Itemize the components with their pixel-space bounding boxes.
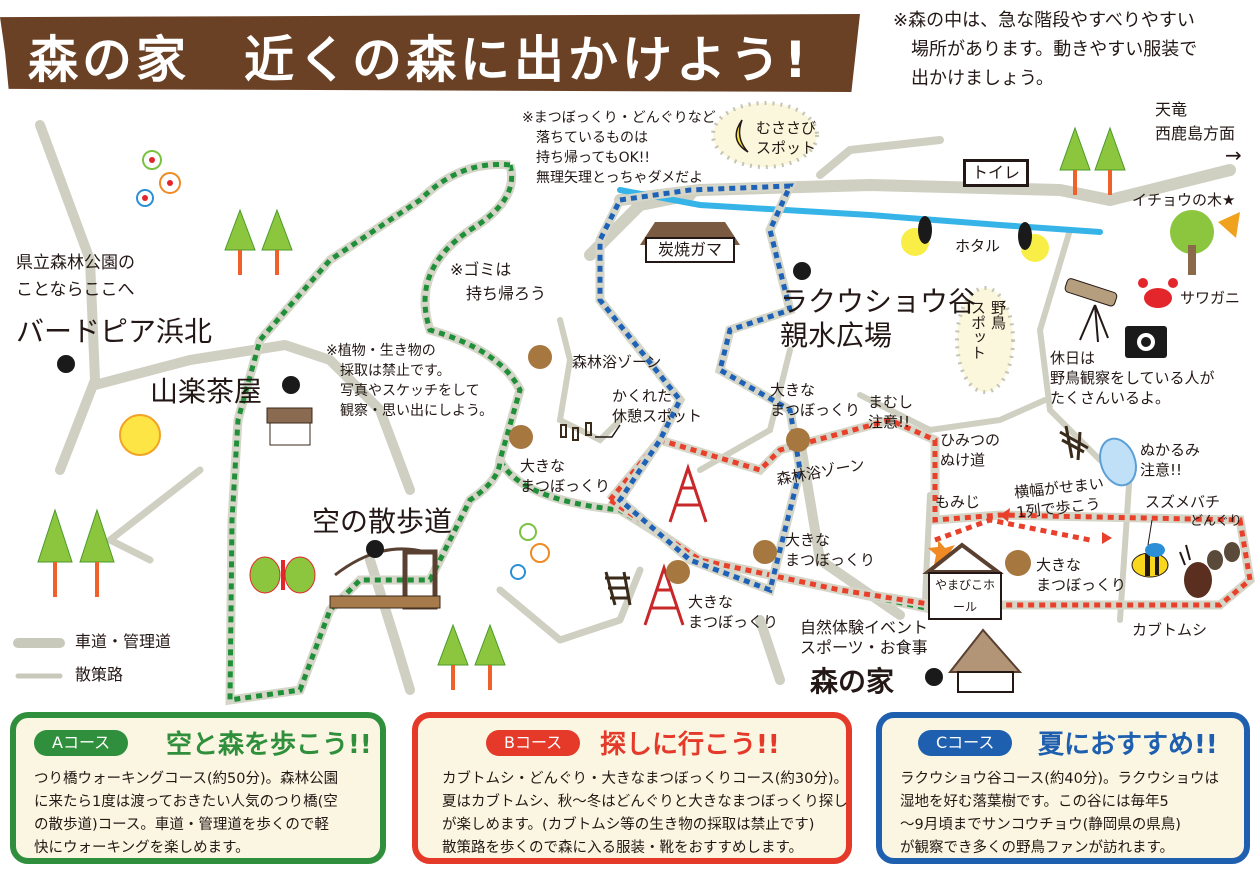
plants-notice: ※植物・生き物の 採取は禁止です。 写真やスケッチをして 観察・思い出にしよう。: [326, 343, 494, 419]
river: [617, 187, 1103, 235]
musasabi-spot-label: むささび スポット: [756, 119, 817, 157]
course-a-description: つり橋ウォーキングコース(約50分)。森林公園 に来たら1度は渡っておきたい人気…: [34, 771, 339, 856]
rakusho-valley-label[interactable]: ラクウショウ谷 親水広場: [780, 285, 977, 352]
pinecone-notice: ※まつぼっくり・どんぐりなど 落ちているものは 持ち帰ってもOK!! 無理矢理と…: [522, 110, 716, 186]
big-pinecone-label-1: 大きな まつぼっくり: [520, 457, 611, 495]
moon-icon: [735, 119, 749, 153]
course-c-heading: 夏におすすめ!!: [1038, 730, 1218, 760]
butterfly-icon: [249, 556, 316, 594]
flower-icons: [136, 150, 550, 580]
course-a-card: Aコース 空と森を歩こう!! つり橋ウォーキングコース(約50分)。森林公園 に…: [10, 712, 386, 864]
firefly-label: ホタル: [955, 237, 1001, 255]
title-banner: [0, 14, 860, 92]
sora-sanpo-label[interactable]: 空の散歩道: [312, 505, 453, 538]
arrow-right-icon: [1102, 532, 1112, 544]
acorn-label: どんぐり: [1190, 514, 1243, 529]
beetle-icon: [1179, 544, 1212, 598]
mori-no-ie-house-icon: [947, 628, 1023, 693]
yamabiko-hall-sign[interactable]: やまびこホール: [928, 572, 1002, 620]
mud-warning: ぬかるみ 注意!!: [1140, 441, 1201, 479]
sanraku-marker[interactable]: [282, 376, 300, 394]
course-a-pill: Aコース: [34, 730, 129, 756]
birdpia-marker[interactable]: [57, 355, 75, 373]
arrow-right-icon: →: [1225, 143, 1242, 167]
legend-road-label: 車道・管理道: [75, 632, 172, 651]
legend-path-label: 散策路: [75, 665, 124, 684]
shinrinyoku-zone-label: 森林浴ゾーン: [572, 353, 662, 371]
pointer-line: [595, 424, 621, 438]
stairs-icons: [604, 425, 1089, 606]
big-pinecone-label-4: 大きな まつぼっくり: [688, 593, 779, 631]
course-b-pill: Bコース: [486, 730, 581, 756]
hornet-icon: [1131, 519, 1169, 578]
safety-notice: ※森の中は、急な階段やすべりやすい 場所があります。動きやすい服装で 出かけまし…: [893, 10, 1198, 89]
secret-path-label: ひみつの ぬけ道: [940, 431, 1001, 469]
mud-icon: [1099, 437, 1137, 487]
crab-icon: [1138, 278, 1178, 308]
tower-icons: [643, 463, 708, 626]
hidden-rest-spot-label: かくれた 休憩スポット: [612, 387, 703, 425]
mori-no-ie-label[interactable]: 森の家: [810, 665, 895, 698]
charcoal-kiln-sign[interactable]: 炭焼ガマ: [645, 237, 735, 263]
tenryu-direction: 天竜 西鹿島方面: [1155, 100, 1236, 143]
course-a-heading: 空と森を歩こう!!: [166, 730, 372, 760]
mamushi-warning: まむし 注意!!: [868, 393, 914, 431]
sun-flower-icon: [119, 414, 161, 456]
birdwatch-notice: 休日は 野鳥観察をしている人が たくさんいるよ。: [1050, 349, 1215, 407]
bench-icons: [560, 422, 592, 441]
prefectural-park-note: 県立森林公園の ことならここへ: [16, 253, 135, 300]
mori-no-ie-marker[interactable]: [925, 668, 943, 686]
route-c: [595, 181, 805, 596]
rakusho-marker[interactable]: [793, 262, 811, 280]
course-c-card: Cコース 夏におすすめ!! ラクウショウ谷コース(約40分)。ラクウショウは 湿…: [876, 712, 1250, 864]
big-pinecone-label-3: 大きな まつぼっくり: [785, 531, 876, 569]
yacho-spot-label: 野鳥 スポット: [969, 300, 1007, 360]
route-a: [225, 159, 936, 706]
course-b-card: Bコース 探しに行こう!! カブトムシ・どんぐり・大きなまつぼっくりコース(約3…: [412, 712, 852, 864]
course-c-description: ラクウショウ谷コース(約40分)。ラクウショウは 湿地を好む落葉樹です。この谷に…: [900, 771, 1220, 856]
walking-paths: [556, 227, 1133, 623]
telescope-icon: [1064, 278, 1118, 343]
ginkgo-label: イチョウの木★: [1132, 191, 1236, 209]
course-c-pill: Cコース: [918, 730, 1013, 756]
big-pinecone-label-2: 大きな まつぼっくり: [770, 381, 861, 419]
toilet-sign[interactable]: トイレ: [963, 159, 1029, 187]
mori-no-ie-desc: 自然体験イベント スポーツ・お食事: [800, 618, 929, 657]
tree-icons: [37, 126, 1126, 690]
garbage-notice: ※ゴミは 持ち帰ろう: [450, 260, 547, 303]
musasabi-spot-bubble: [711, 101, 819, 169]
sanraku-chaya-label[interactable]: 山楽茶屋: [150, 375, 263, 408]
birdpia-hamakita-label[interactable]: バードピア浜北: [16, 315, 213, 348]
course-b-heading: 探しに行こう!!: [600, 730, 780, 760]
bird-spot-bubble: [955, 286, 1015, 394]
big-pinecone-label-5: 大きな まつぼっくり: [1036, 556, 1127, 594]
ginkgo-tree-icon: [1170, 210, 1240, 275]
arrow-left-icon: [1000, 508, 1010, 522]
sora-sanpo-marker[interactable]: [366, 540, 384, 558]
beetle-label: カブトムシ: [1132, 621, 1208, 639]
firefly-icon: [901, 216, 1049, 262]
page-title: 森の家 近くの森に出かけよう!: [28, 31, 811, 89]
pinecone-icons: [509, 345, 1031, 584]
camera-icon: [1125, 326, 1167, 358]
hornet-label: スズメバチ: [1145, 493, 1221, 511]
acorn-icons: [1207, 542, 1240, 570]
suspension-bridge-icon: [329, 547, 441, 610]
course-b-description: カブトムシ・どんぐり・大きなまつぼっくりコース(約30分)。 夏はカブトムシ、秋…: [442, 771, 849, 856]
momiji-label: もみじ: [935, 493, 981, 511]
teahouse-icon: [266, 407, 313, 446]
crab-label: サワガニ: [1180, 289, 1241, 307]
